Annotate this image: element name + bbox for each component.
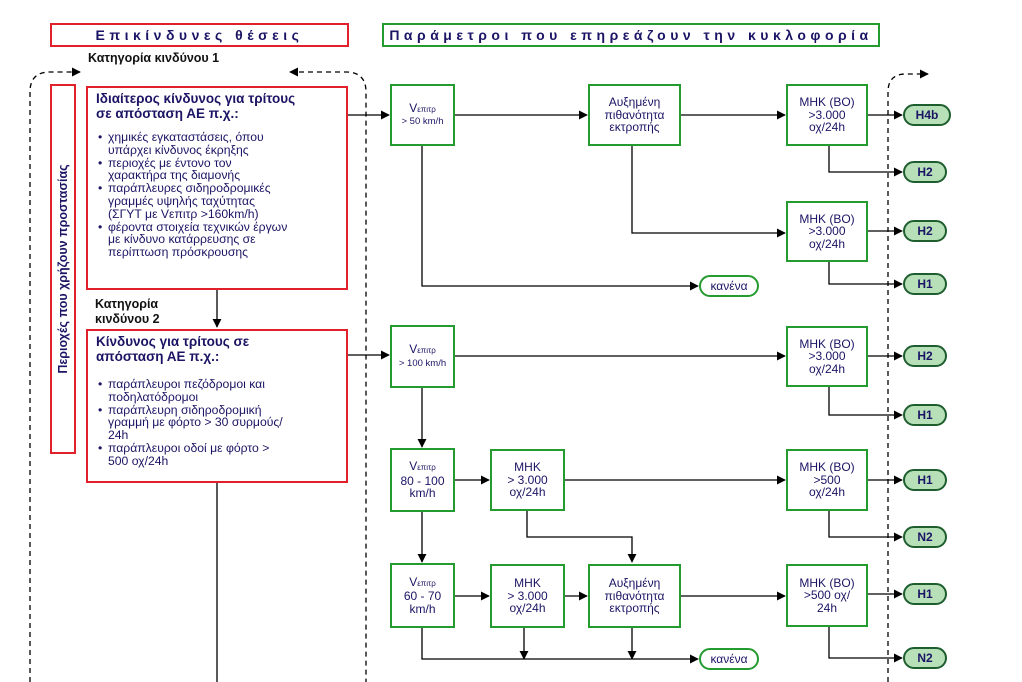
arrow-mhkbo2-h1 xyxy=(828,262,903,289)
hazard-box-1-title: Ιδιαίτερος κίνδυνος για τρίτους σε απόστ… xyxy=(96,91,296,121)
outcome-h1: H1 xyxy=(903,273,947,295)
hazard-box-2: Κίνδυνος για τρίτους σε απόσταση ΑΕ π.χ.… xyxy=(86,329,348,483)
outcome-h4b: H4b xyxy=(903,104,951,126)
protection-areas-label: Περιοχές που χρήζουν προστασίας xyxy=(50,84,76,454)
arrow-v60-none xyxy=(421,628,699,664)
outcome-h2: H2 xyxy=(903,220,947,242)
category-1-label: Κατηγορία κινδύνου 1 xyxy=(88,51,220,65)
hazard-box-2-list: παράπλευροι πεζόδρομοι καιποδηλατόδρομοι… xyxy=(96,378,340,468)
outcome-n2: N2 xyxy=(903,526,947,548)
header-hazard-positions: Επικίνδυνες θέσεις xyxy=(50,23,349,47)
outcome-n2: N2 xyxy=(903,647,947,669)
category-2-label: Κατηγορία κινδύνου 2 xyxy=(95,297,160,326)
outcome-h2: H2 xyxy=(903,161,947,183)
outcome-none: κανένα xyxy=(699,648,759,670)
speed-box-over-50: Vεπιτρ > 50 km/h xyxy=(390,84,455,146)
arrow-mhkbo5-n2 xyxy=(828,627,903,663)
list-item: παράπλευροι οδοί με φόρτο >500 οχ/24h xyxy=(98,442,340,468)
arrow-risk1-mhkbo2 xyxy=(631,146,786,238)
dashed-frame-right xyxy=(289,67,367,682)
hazard-box-2-title: Κίνδυνος για τρίτους σε απόσταση ΑΕ π.χ.… xyxy=(96,334,250,364)
dashed-frame-outcomes xyxy=(887,69,929,682)
arrow-mhkbo3-h1 xyxy=(828,387,903,420)
speed-box-over-100: Vεπιτρ > 100 km/h xyxy=(390,325,455,388)
outcome-h1: H1 xyxy=(903,469,947,491)
outcome-h1: H1 xyxy=(903,404,947,426)
arrow-mhkbo1-h2 xyxy=(828,146,903,177)
outcome-none: κανένα xyxy=(699,275,759,297)
header-traffic-parameters: Παράμετροι που επηρεάζουν την κυκλοφορία xyxy=(382,23,880,47)
mhk-bo-box-5: ΜΗΚ (ΒΟ)>500 οχ/24h xyxy=(786,564,868,627)
hazard-box-1: Ιδιαίτερος κίνδυνος για τρίτους σε απόστ… xyxy=(86,86,348,290)
arrow-v50-none xyxy=(421,146,699,291)
outcome-h1: H1 xyxy=(903,583,947,605)
outcome-h2: H2 xyxy=(903,345,947,367)
dashed-frame-left xyxy=(29,67,81,682)
arrow-mhk1-risk2 xyxy=(526,511,637,563)
arrow-mhkbo4-n2 xyxy=(828,511,903,542)
